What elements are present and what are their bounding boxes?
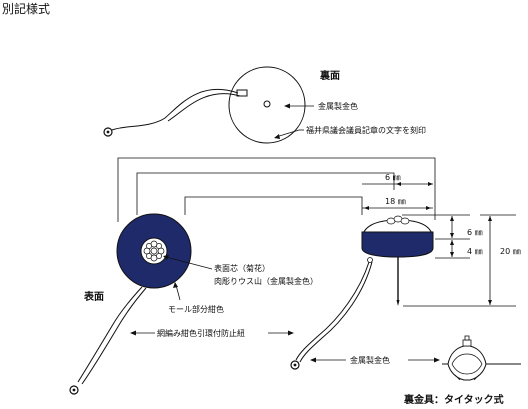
- side-badge-body: [361, 231, 434, 258]
- front-label-core-2: 肉彫りウス山（金属製金色）: [214, 276, 318, 286]
- projection-lines: [117, 157, 516, 307]
- dim-20mm: 20 ㎜: [500, 247, 521, 256]
- side-core-bumps: [386, 215, 410, 225]
- dim-4mm: 4 ㎜: [467, 247, 483, 256]
- front-label-core-1: 表面芯（菊花）: [214, 263, 270, 273]
- back-label-material: 金属製金色: [318, 101, 358, 111]
- side-view: [290, 215, 434, 370]
- front-heading: 表面: [83, 290, 104, 303]
- back-cord: [111, 88, 239, 131]
- front-label-cord: 網編み紺色引環付防止紐: [157, 328, 245, 338]
- dim-6mm-top: 6 ㎜: [385, 173, 401, 182]
- right-dimensions: 6 ㎜ 4 ㎜ 20 ㎜: [450, 216, 521, 305]
- front-view: 表面 表面芯（菊花） 肉彫りウス山（金属製金色） モール部分紺色 網編み紺色引環…: [69, 213, 318, 395]
- fitting-clutch-body: [447, 345, 487, 381]
- page-title: 別記様式: [2, 1, 50, 16]
- dim-6mm-right: 6 ㎜: [467, 228, 483, 237]
- back-badge-pin-hole: [263, 100, 271, 108]
- dim-18mm: 18 ㎜: [385, 197, 406, 206]
- front-cord: [77, 286, 143, 383]
- tie-tack-fitting: 金属製金色 裏金具：タイタック式: [310, 335, 521, 406]
- fitting-caption: 裏金具：タイタック式: [403, 393, 504, 406]
- back-view: 裏面 金属製金色 福井県議会議員記章の文字を刻印: [103, 66, 426, 144]
- back-heading: 裏面: [319, 69, 340, 82]
- front-label-mall: モール部分紺色: [168, 304, 224, 314]
- chrysanthemum-motif: [143, 240, 165, 262]
- side-cord: [295, 261, 370, 361]
- back-label-engraving: 福井県議会議員記章の文字を刻印: [306, 125, 426, 135]
- fitting-label-material: 金属製金色: [350, 355, 390, 365]
- top-dimensions: 6 ㎜ 18 ㎜: [362, 173, 433, 210]
